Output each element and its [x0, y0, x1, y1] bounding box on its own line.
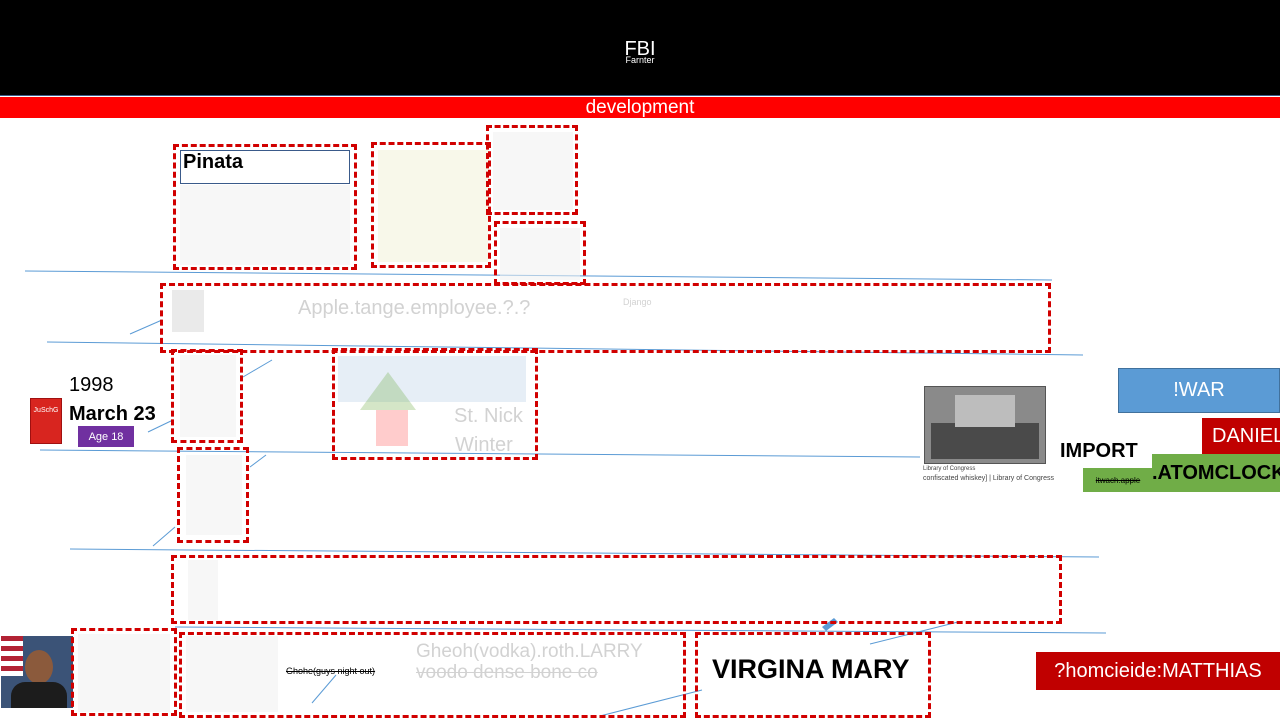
age-badge: Age 18 [78, 426, 134, 447]
small-image [500, 228, 580, 280]
goat-image [378, 150, 488, 262]
book-title: JuSchG [33, 407, 59, 414]
war-button[interactable]: !WAR [1118, 368, 1280, 413]
small-frame[interactable] [494, 221, 586, 285]
confiscated-whiskey-photo [924, 386, 1046, 464]
figure-image [172, 290, 204, 332]
family-frame[interactable] [486, 125, 578, 215]
bottle-image-3 [188, 560, 218, 620]
arrow-stem [376, 410, 408, 446]
homicide-button[interactable]: ?homcieide:MATTHIAS [1036, 652, 1280, 690]
map-frame[interactable] [71, 628, 177, 716]
road-image [338, 356, 526, 402]
ghost-line-2: voodo dense bone co [416, 662, 598, 683]
photo-crates [955, 395, 1015, 427]
photo-bottles [931, 423, 1039, 459]
atomclock-button[interactable]: .ATOMCLOCK [1152, 454, 1280, 492]
long-row-frame[interactable] [171, 555, 1062, 624]
bottle-frame-1[interactable] [171, 349, 243, 443]
guys-night-label: Ghohe(guys night out) [286, 666, 376, 676]
itwach-apple-label: itwach.apple [1083, 468, 1153, 492]
ghost-line-1: Gheoh(vodka).roth.LARRY [416, 641, 643, 662]
date-label: March 23 [69, 403, 156, 425]
pinata-label: Pinata [183, 151, 244, 173]
header-bar [0, 0, 1280, 96]
photo-source: Library of Congress [923, 466, 976, 472]
pinata-image [180, 185, 350, 265]
photo-caption: confiscated whiskey] | Library of Congre… [923, 475, 1054, 482]
bottle-image-2 [186, 455, 242, 535]
pinata-label-box: Pinata [180, 150, 350, 184]
flag-icon [1, 636, 23, 676]
winter-line1: St. Nick [454, 405, 523, 427]
bottle-frame-2[interactable] [177, 447, 249, 543]
goat-frame[interactable] [371, 142, 491, 268]
page-title: FBI [624, 38, 656, 60]
virgina-label: VIRGINA MARY [712, 654, 910, 684]
year-label: 1998 [69, 374, 114, 396]
bottles-row-image [186, 636, 278, 712]
apple-row-frame[interactable] [160, 283, 1051, 353]
bottle-image-1 [180, 355, 236, 437]
winter-frame[interactable] [332, 348, 538, 460]
development-banner: development [0, 97, 1280, 118]
page-subtitle: Farnter [625, 55, 655, 65]
apple-row-label: Apple.tange.employee.?.? [298, 297, 531, 319]
guys-night-frame[interactable] [179, 632, 686, 718]
portrait-suit [11, 682, 67, 708]
pinata-frame[interactable] [173, 144, 357, 270]
portrait-photo [1, 636, 73, 708]
up-arrow-icon [360, 372, 416, 410]
map-image [78, 634, 170, 712]
import-label: IMPORT [1060, 440, 1138, 462]
django-label: Django [623, 297, 652, 307]
family-image [493, 132, 573, 210]
virgina-frame[interactable] [695, 632, 931, 718]
portrait-face [25, 650, 53, 684]
daniel-button[interactable]: DANIEL [1202, 418, 1280, 454]
winter-line2: Winter [455, 434, 513, 456]
book-icon: JuSchG [30, 398, 62, 444]
